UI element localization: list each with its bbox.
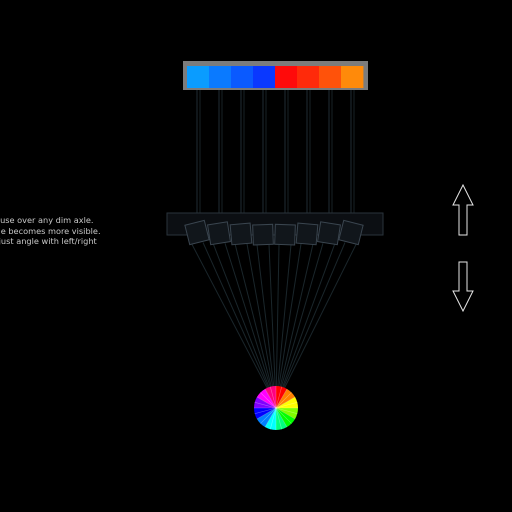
color-wheel-spoke — [275, 388, 288, 409]
color-bar-segment — [209, 66, 232, 88]
color-wheel-sector — [276, 408, 298, 419]
color-wheel-spoke — [264, 407, 277, 428]
color-wheel-spoke — [254, 402, 277, 409]
lower-beam — [268, 244, 277, 406]
lower-beam — [275, 242, 346, 406]
color-wheel-spoke — [275, 392, 292, 409]
lower-beam — [202, 242, 277, 406]
color-wheel-sector — [265, 386, 276, 408]
lower-beam — [275, 243, 336, 406]
color-bar-segment — [187, 66, 210, 88]
color-bar — [187, 66, 364, 88]
lower-beam — [275, 243, 302, 406]
color-bar-segment — [231, 66, 254, 88]
axle-block[interactable] — [316, 221, 342, 246]
instructions-panel: Mouse over any dim axle. Axle becomes mo… — [0, 215, 112, 249]
color-wheel-sector — [276, 397, 298, 408]
color-wheel-sector — [265, 408, 276, 430]
color-wheel-spoke — [275, 386, 282, 409]
lower-beam — [275, 243, 314, 406]
lower-beam — [256, 244, 277, 406]
color-wheel-spoke — [264, 388, 277, 409]
color-wheel-sector — [256, 408, 276, 428]
color-wheel-spoke — [275, 396, 296, 409]
lower-beam — [246, 243, 277, 406]
color-wheel-sector — [254, 408, 276, 419]
axle-block[interactable] — [338, 219, 364, 246]
instructions-text: Mouse over any dim axle. Axle becomes mo… — [0, 215, 101, 249]
color-wheel-sector — [276, 388, 296, 408]
color-bar-segment — [253, 66, 276, 88]
lower-beam — [275, 243, 324, 406]
color-wheel — [254, 386, 298, 430]
lower-beam — [190, 242, 277, 406]
lower-beam — [234, 243, 277, 406]
lower-beams — [190, 242, 358, 406]
upper-beams — [196, 88, 355, 225]
color-wheel-spoke — [260, 407, 277, 424]
color-wheel-spoke — [275, 407, 282, 430]
color-bar-segment — [319, 66, 342, 88]
arrow-up-icon[interactable] — [452, 183, 474, 236]
lower-beam — [275, 244, 280, 406]
color-wheel-spoke — [270, 407, 277, 430]
color-wheel-spoke — [275, 407, 298, 414]
color-bar-segment — [341, 66, 364, 88]
color-wheel-spoke — [256, 396, 277, 409]
color-wheel-sector — [276, 386, 287, 408]
lower-beam — [212, 243, 277, 406]
color-wheel-sector — [276, 408, 296, 428]
axle-block[interactable] — [229, 222, 253, 246]
axle-block[interactable] — [295, 222, 319, 246]
color-bar-segment — [275, 66, 298, 88]
axle-block[interactable] — [252, 223, 274, 246]
color-wheel-sector — [254, 397, 276, 408]
axle-block[interactable] — [274, 223, 296, 246]
lower-beam — [275, 242, 358, 406]
axle-block[interactable] — [184, 219, 210, 246]
arrow-down-icon[interactable] — [452, 261, 474, 313]
color-bar-segment — [297, 66, 320, 88]
color-wheel-sector — [276, 408, 287, 430]
color-wheel-sector — [256, 388, 276, 408]
color-wheel-spoke — [275, 407, 292, 424]
color-wheel-spoke — [275, 407, 288, 428]
axle-group[interactable] — [184, 219, 364, 246]
color-wheel-spoke — [254, 407, 277, 414]
color-wheel-spoke — [275, 407, 296, 420]
axle-block[interactable] — [206, 221, 232, 246]
lower-beam — [275, 244, 292, 406]
lower-beam — [224, 243, 277, 406]
color-wheel-spoke — [256, 407, 277, 420]
color-wheel-spoke — [275, 402, 298, 409]
color-wheel-spoke — [270, 386, 277, 409]
color-wheel-spoke — [260, 392, 277, 409]
